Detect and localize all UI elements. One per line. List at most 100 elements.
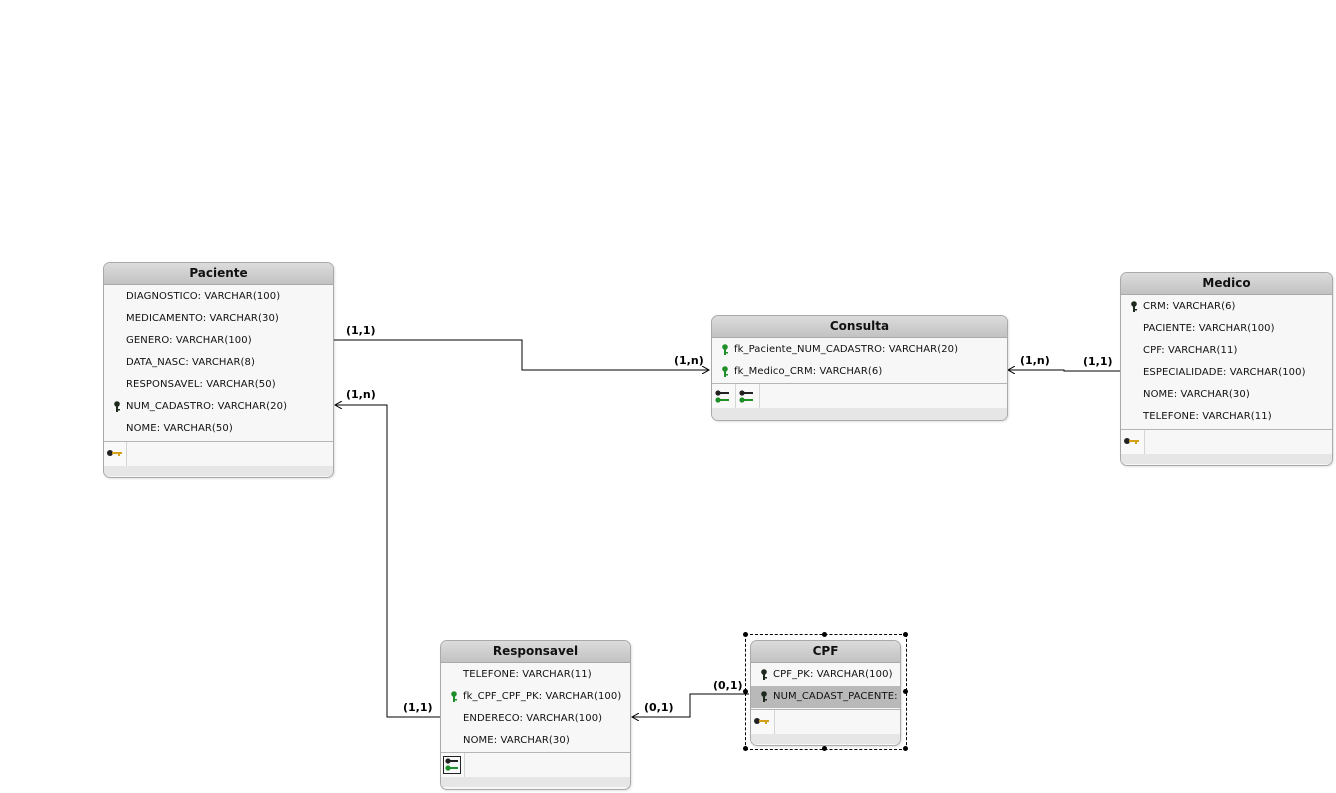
relation-responsavel-paciente xyxy=(335,405,441,718)
cardinality-label: (1,1) xyxy=(403,701,433,714)
resize-handle[interactable] xyxy=(903,689,908,694)
resize-handle[interactable] xyxy=(743,746,748,751)
entity-bottom-strip xyxy=(441,777,630,787)
index-key-icon xyxy=(739,390,753,403)
resize-handle[interactable] xyxy=(903,746,908,751)
entity-index-bar xyxy=(104,441,333,476)
column-label: NUM_CADASTRO: VARCHAR(20) xyxy=(126,401,288,412)
column-row[interactable]: CRM: VARCHAR(6) xyxy=(1121,296,1332,318)
column-row[interactable]: TELEFONE: VARCHAR(11) xyxy=(1121,406,1332,428)
cardinality-label: (1,n) xyxy=(346,388,376,401)
cardinality-label: (0,1) xyxy=(713,679,743,692)
entity-index-bar xyxy=(712,383,1007,420)
column-row[interactable]: RESPONSAVEL: VARCHAR(50) xyxy=(104,374,333,396)
column-row[interactable]: CPF_PK: VARCHAR(100) xyxy=(751,664,900,686)
entity-medico[interactable]: Medico CRM: VARCHAR(6) PACIENTE: VARCHAR… xyxy=(1120,272,1333,466)
entity-paciente[interactable]: Paciente DIAGNOSTICO: VARCHAR(100) MEDIC… xyxy=(103,262,334,478)
index-cell[interactable] xyxy=(712,384,736,408)
column-label: ESPECIALIDADE: VARCHAR(100) xyxy=(1143,367,1306,378)
entity-index-bar xyxy=(441,752,630,787)
column-row[interactable]: DATA_NASC: VARCHAR(8) xyxy=(104,352,333,374)
resize-handle[interactable] xyxy=(743,632,748,637)
column-label: RESPONSAVEL: VARCHAR(50) xyxy=(126,379,276,390)
index-cell[interactable] xyxy=(1121,430,1145,454)
resize-handle[interactable] xyxy=(903,632,908,637)
column-row[interactable]: GENERO: VARCHAR(100) xyxy=(104,330,333,352)
cardinality-label: (1,n) xyxy=(674,354,704,367)
index-cell[interactable] xyxy=(736,384,760,408)
column-label: NOME: VARCHAR(50) xyxy=(126,423,233,434)
relation-medico-consulta xyxy=(1008,370,1121,371)
column-row[interactable]: NOME: VARCHAR(50) xyxy=(104,418,333,440)
index-cell[interactable] xyxy=(441,753,465,777)
cardinality-label: (1,1) xyxy=(1083,355,1113,368)
primary-key-icon xyxy=(1131,301,1137,312)
entity-index-bar xyxy=(751,709,900,744)
column-label: DATA_NASC: VARCHAR(8) xyxy=(126,357,256,368)
entity-bottom-strip xyxy=(1121,454,1332,464)
index-cell[interactable] xyxy=(751,710,775,734)
entity-consulta[interactable]: Consulta fk_Paciente_NUM_CADASTRO: VARCH… xyxy=(711,315,1008,421)
column-label: DIAGNOSTICO: VARCHAR(100) xyxy=(126,291,281,302)
column-row[interactable]: PACIENTE: VARCHAR(100) xyxy=(1121,318,1332,340)
entity-title[interactable]: Medico xyxy=(1121,273,1332,295)
column-row[interactable]: NUM_CADASTRO: VARCHAR(20) xyxy=(104,396,333,418)
entity-index-bar xyxy=(1121,429,1332,464)
primary-key-icon xyxy=(114,401,120,412)
selection-box xyxy=(745,634,907,750)
resize-handle[interactable] xyxy=(743,689,748,694)
column-row[interactable]: fk_CPF_CPF_PK: VARCHAR(100) xyxy=(441,686,630,708)
index-key-icon xyxy=(1124,438,1139,444)
primary-key-icon xyxy=(761,669,767,680)
column-label: ENDERECO: VARCHAR(100) xyxy=(463,713,603,724)
index-cell[interactable] xyxy=(104,442,127,466)
column-label: NUM_CADAST_PACENTE: xyxy=(773,691,898,702)
column-row[interactable]: ENDERECO: VARCHAR(100) xyxy=(441,708,630,730)
column-label: CRM: VARCHAR(6) xyxy=(1143,301,1236,312)
column-label: GENERO: VARCHAR(100) xyxy=(126,335,252,346)
resize-handle[interactable] xyxy=(822,632,827,637)
entity-bottom-strip xyxy=(104,466,333,476)
column-label: fk_Medico_CRM: VARCHAR(6) xyxy=(734,366,883,377)
column-row[interactable]: fk_Medico_CRM: VARCHAR(6) xyxy=(712,361,1007,383)
cardinality-label: (1,1) xyxy=(346,324,376,337)
column-row[interactable]: fk_Paciente_NUM_CADASTRO: VARCHAR(20) xyxy=(712,339,1007,361)
column-row[interactable]: NOME: VARCHAR(30) xyxy=(1121,384,1332,406)
index-key-icon xyxy=(715,390,729,403)
column-label: MEDICAMENTO: VARCHAR(30) xyxy=(126,313,279,324)
column-label: NOME: VARCHAR(30) xyxy=(463,735,570,746)
column-list: CRM: VARCHAR(6) PACIENTE: VARCHAR(100) C… xyxy=(1121,295,1332,428)
cardinality-label: (1,n) xyxy=(1020,354,1050,367)
index-key-icon xyxy=(443,756,461,774)
foreign-key-icon xyxy=(722,366,728,377)
column-label: fk_CPF_CPF_PK: VARCHAR(100) xyxy=(463,691,622,702)
column-row[interactable]: CPF: VARCHAR(11) xyxy=(1121,340,1332,362)
column-row[interactable]: NOME: VARCHAR(30) xyxy=(441,730,630,752)
entity-title[interactable]: Responsavel xyxy=(441,641,630,663)
foreign-key-icon xyxy=(722,344,728,355)
index-key-icon xyxy=(107,450,122,456)
column-list: TELEFONE: VARCHAR(11) fk_CPF_CPF_PK: VAR… xyxy=(441,663,630,752)
entity-bottom-strip xyxy=(712,408,1007,420)
index-key-icon xyxy=(754,718,769,724)
column-label: PACIENTE: VARCHAR(100) xyxy=(1143,323,1275,334)
entity-bottom-strip xyxy=(751,734,900,744)
entity-title[interactable]: CPF xyxy=(751,641,900,663)
column-row[interactable]: ESPECIALIDADE: VARCHAR(100) xyxy=(1121,362,1332,384)
resize-handle[interactable] xyxy=(822,746,827,751)
column-row-selected[interactable]: NUM_CADAST_PACENTE: xyxy=(751,686,900,708)
column-label: TELEFONE: VARCHAR(11) xyxy=(1143,411,1272,422)
entity-cpf[interactable]: CPF CPF_PK: VARCHAR(100) NUM_CADAST_PACE… xyxy=(750,640,901,746)
column-label: fk_Paciente_NUM_CADASTRO: VARCHAR(20) xyxy=(734,344,959,355)
column-row[interactable]: DIAGNOSTICO: VARCHAR(100) xyxy=(104,286,333,308)
column-row[interactable]: TELEFONE: VARCHAR(11) xyxy=(441,664,630,686)
cardinality-label: (0,1) xyxy=(644,701,674,714)
entity-title[interactable]: Paciente xyxy=(104,263,333,285)
entity-responsavel[interactable]: Responsavel TELEFONE: VARCHAR(11) fk_CPF… xyxy=(440,640,631,790)
column-row[interactable]: MEDICAMENTO: VARCHAR(30) xyxy=(104,308,333,330)
foreign-key-icon xyxy=(451,691,457,702)
column-label: NOME: VARCHAR(30) xyxy=(1143,389,1250,400)
entity-title[interactable]: Consulta xyxy=(712,316,1007,338)
primary-key-icon xyxy=(761,691,767,702)
